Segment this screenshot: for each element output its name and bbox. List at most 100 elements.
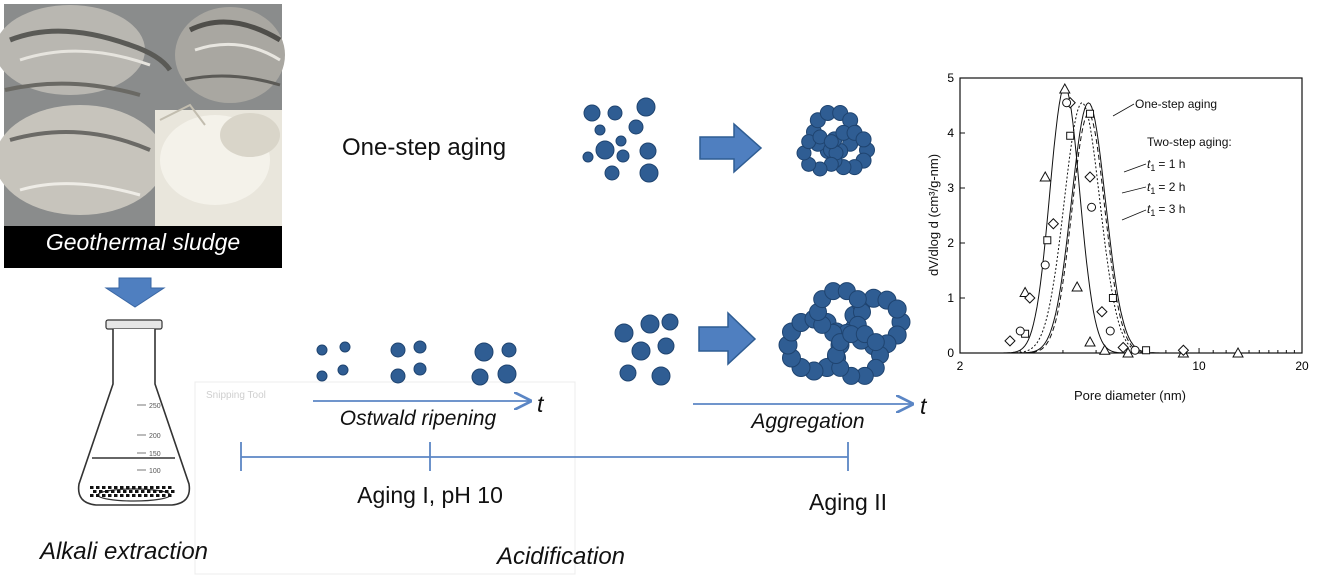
y-tick-label: 3: [947, 181, 954, 195]
svg-text:Snipping Tool: Snipping Tool: [206, 390, 266, 401]
data-point-square: [1142, 346, 1151, 355]
sediment-grain: [168, 494, 172, 497]
sludge-photo: Geothermal sludge: [0, 4, 285, 268]
legend-two-step-title: Two-step aging:: [1147, 135, 1232, 149]
particle: [390, 342, 406, 358]
sediment-grain: [150, 486, 154, 489]
data-point-triangle: [1019, 286, 1031, 297]
data-point-circle: [1040, 260, 1050, 270]
aggregation-label: Aggregation: [749, 410, 864, 433]
particle: [413, 362, 427, 376]
time-label-1: t: [537, 391, 545, 417]
sediment-grain: [96, 486, 100, 489]
particle: [614, 323, 634, 343]
data-point-triangle: [1071, 280, 1083, 292]
fit-curve: [960, 113, 1302, 353]
flask-mark-250: 250: [149, 403, 161, 410]
data-point-diamond: [1004, 335, 1016, 347]
y-tick-label: 4: [947, 126, 954, 140]
timeline: [240, 442, 849, 471]
particle: [639, 142, 657, 160]
particle: [640, 314, 660, 334]
particle: [616, 149, 630, 163]
particle: [390, 368, 406, 384]
flask-mark-200: 200: [149, 433, 161, 440]
fit-curve: [960, 85, 1302, 353]
data-point-circle: [1105, 326, 1115, 336]
one-step-aging-label: One-step aging: [342, 134, 506, 161]
aggregate-small: [796, 104, 875, 177]
sediment-grain: [105, 490, 109, 493]
data-point-square: [1086, 109, 1095, 118]
x-tick-label: 2: [957, 359, 964, 373]
sediment-grain: [129, 490, 133, 493]
sediment-grain: [114, 486, 118, 489]
svg-text:t1= 3 h: t1= 3 h: [1147, 202, 1185, 218]
sediment-grain: [138, 486, 142, 489]
sediment-grain: [120, 486, 124, 489]
sediment-grain: [156, 494, 160, 497]
alkali-label: Alkali extraction: [38, 538, 208, 565]
aging-2-label: Aging II: [809, 489, 887, 515]
data-point-triangle: [1232, 346, 1244, 358]
data-point-square: [1108, 294, 1117, 302]
aggregate-particle: [887, 299, 907, 319]
y-axis-label: dV/dlog d (cm³/g-nm): [926, 154, 941, 276]
sediment-grain: [144, 494, 148, 497]
aging-1-label: Aging I, pH 10: [357, 482, 503, 508]
svg-text:t1= 1 h: t1= 1 h: [1147, 157, 1185, 173]
particle: [639, 163, 659, 183]
ostwald-ripening-label: Ostwald ripening: [340, 407, 497, 430]
data-point-diamond: [1096, 306, 1108, 318]
sludge-caption: Geothermal sludge: [46, 229, 240, 255]
sediment-grain: [90, 494, 94, 497]
legend-entry-3: t1= 3 h: [1121, 202, 1185, 221]
sediment-grain: [96, 494, 100, 497]
flask-mark-150: 150: [149, 451, 161, 458]
right-arrow-one-step: [699, 122, 763, 174]
data-point-square: [1066, 131, 1075, 140]
data-point-triangle: [1098, 344, 1111, 355]
data-point-diamond: [1047, 218, 1060, 230]
sediment-grain: [114, 494, 118, 497]
sediment-grain: [159, 490, 163, 493]
legend-entry-1: t1= 1 h: [1123, 157, 1185, 173]
sediment-grain: [117, 490, 121, 493]
data-point-square: [1043, 236, 1052, 245]
data-point-triangle: [1039, 170, 1052, 182]
y-tick-label: 1: [947, 291, 954, 305]
particle: [628, 119, 644, 135]
sediment-grain: [93, 490, 97, 493]
particle: [583, 104, 601, 122]
sediment-grain: [162, 486, 166, 489]
sediment-grain: [162, 494, 166, 497]
down-arrow: [104, 277, 166, 308]
particle: [501, 342, 517, 358]
legend-entry-2: t1= 2 h: [1121, 180, 1185, 196]
particle: [661, 313, 679, 331]
particle: [595, 140, 615, 160]
sediment-grain: [108, 486, 112, 489]
sediment-grain: [111, 490, 115, 493]
data-point-circle: [1015, 326, 1025, 336]
data-point-circle: [1087, 202, 1097, 212]
particle: [651, 366, 671, 386]
y-tick-label: 5: [947, 71, 954, 85]
x-tick-label: 20: [1295, 359, 1309, 373]
sediment-grain: [90, 486, 94, 489]
ripening-particles: [316, 340, 517, 386]
sediment-grain: [108, 494, 112, 497]
sediment-grain: [171, 490, 175, 493]
sediment-grain: [138, 494, 142, 497]
sediment-grain: [126, 486, 130, 489]
data-point-diamond: [1117, 341, 1129, 354]
data-point-circle: [1130, 345, 1140, 355]
particle: [619, 364, 637, 382]
sediment-grain: [99, 490, 103, 493]
particle: [471, 368, 489, 386]
snipping-tool-ghost: Snipping Tool: [194, 381, 576, 575]
sediment-grain: [168, 486, 172, 489]
particle: [594, 124, 606, 136]
y-tick-label: 2: [947, 236, 954, 250]
